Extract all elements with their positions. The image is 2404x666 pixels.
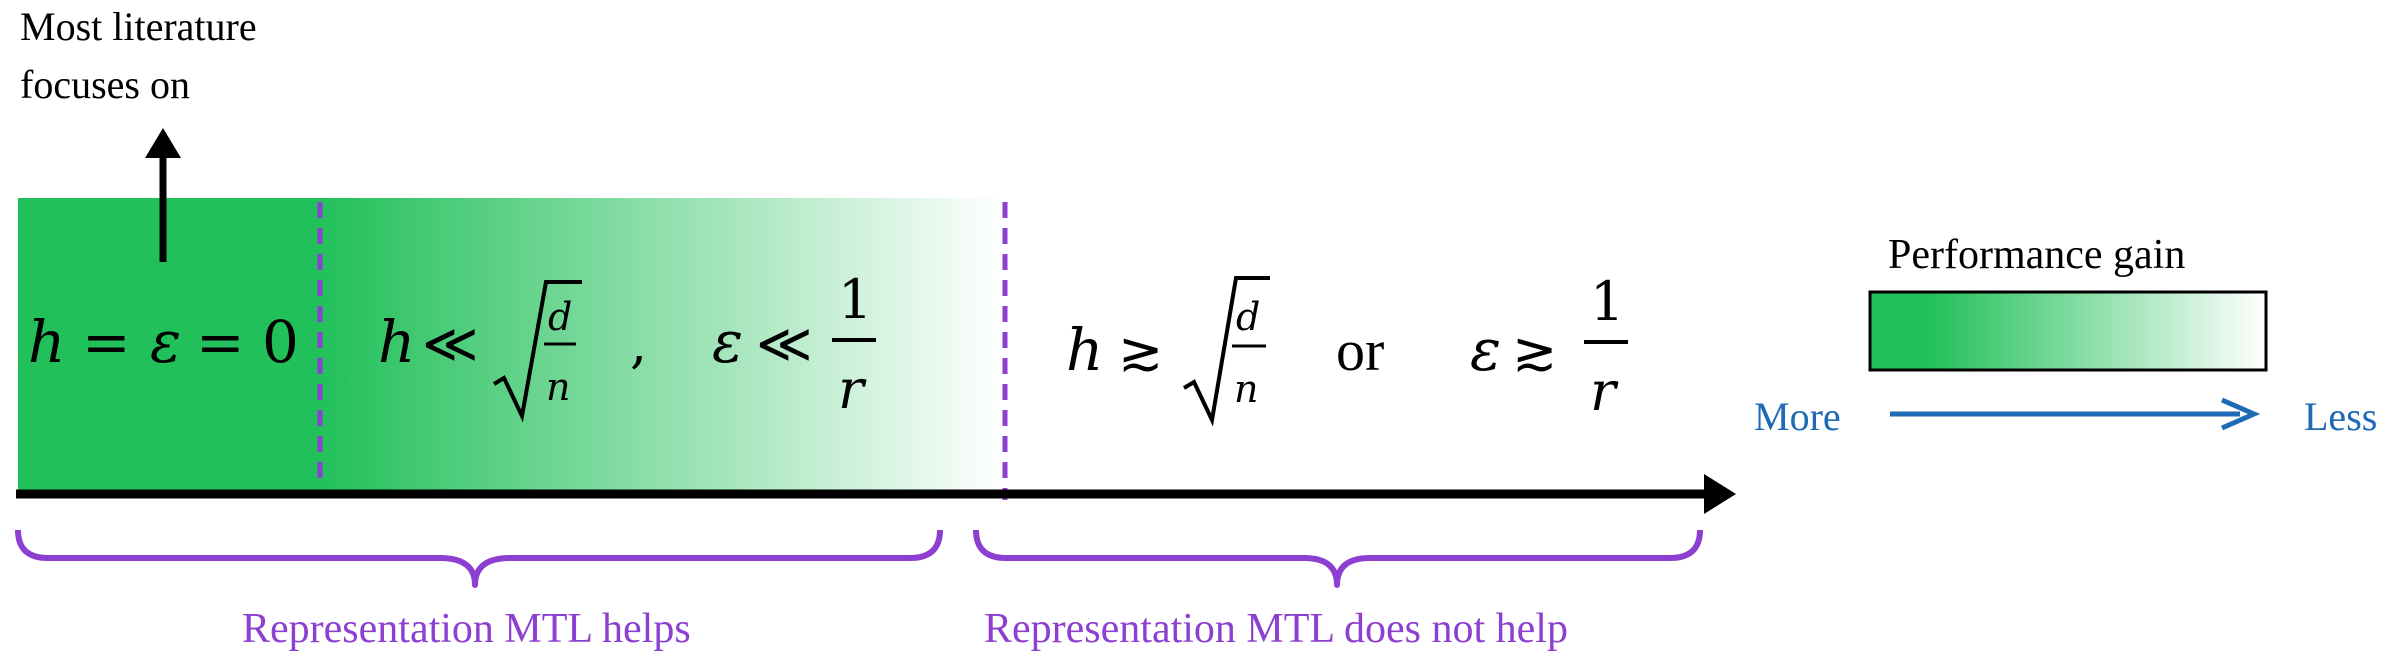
small-n: n [546, 365, 570, 409]
large-h: h [1066, 316, 1103, 384]
up-arrow-head [145, 128, 181, 158]
large-n: n [1234, 367, 1258, 411]
label-mtl-helps: Representation MTL helps [242, 606, 691, 652]
small-condition: h ≪ d n , ε ≪ 1 r [378, 268, 876, 423]
brace-not-helps [973, 529, 1703, 588]
large-r: r [1590, 360, 1619, 423]
axis-arrow-head [1704, 474, 1736, 514]
small-region-gradient [320, 198, 1005, 490]
small-rel-eps: ≪ [756, 312, 813, 375]
large-d: d [1236, 295, 1260, 339]
large-rel-eps: ≳ [1512, 320, 1557, 383]
zero-eq-1: = [82, 308, 131, 376]
legend-gradient-bar [1868, 290, 2268, 372]
brace-helps [15, 529, 943, 588]
large-eps: ε [1470, 316, 1501, 384]
large-rel-h: ≳ [1118, 320, 1163, 383]
annotation-line-1: Most literature [20, 4, 257, 49]
zero-value: 0 [262, 308, 299, 376]
large-condition: h ≳ d n or ε ≳ 1 r [1066, 270, 1628, 427]
zero-h: h [28, 308, 65, 376]
zero-region-fill [18, 198, 320, 490]
annotation-line-2: focuses on [20, 62, 190, 107]
zero-condition: h = ε = 0 [28, 308, 299, 376]
small-eps: ε [712, 308, 743, 376]
legend-more: More [1754, 394, 1841, 439]
legend-title: Performance gain [1888, 232, 2185, 278]
large-or: or [1336, 318, 1384, 383]
legend-less: Less [2304, 394, 2377, 439]
small-d: d [548, 295, 572, 339]
small-one: 1 [838, 268, 872, 331]
legend-arrow-head [2220, 397, 2261, 431]
large-one: 1 [1590, 270, 1624, 333]
small-sqrt-sign [492, 280, 582, 423]
label-mtl-not-helps: Representation MTL does not help [984, 606, 1568, 652]
small-r: r [838, 358, 867, 421]
zero-eps: ε [150, 308, 181, 376]
large-sqrt-sign [1182, 276, 1270, 427]
zero-eq-2: = [196, 308, 245, 376]
small-comma: , [630, 312, 647, 375]
legend: Performance gain More Less [1754, 232, 2377, 439]
small-rel-h: ≪ [422, 312, 479, 375]
small-h: h [378, 308, 415, 376]
